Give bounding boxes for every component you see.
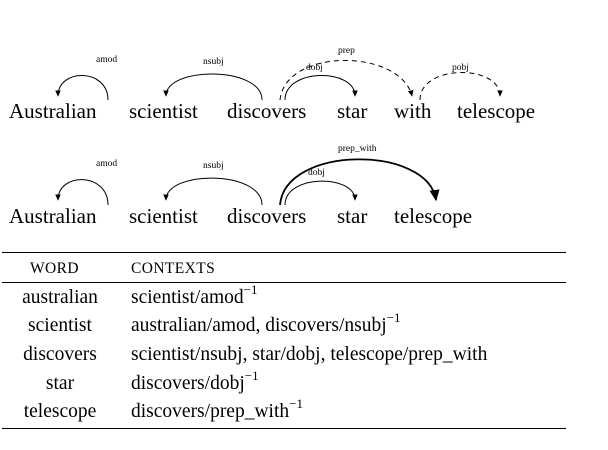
arc-label-pobj-1: pobj [452,63,469,73]
arc-label-dobj-2: dobj [308,168,325,178]
arc-dobj-1 [284,75,358,101]
diagram1-word-star: star [337,99,368,123]
table-cell-word: scientist [28,315,92,336]
contexts-text: scientist/nsubj, star/dobj, telescope/pr… [131,344,488,365]
table-top-rule [2,252,566,253]
arc-label-prep-1: prep [338,46,355,56]
diagram1-word-with: with [394,99,432,123]
contexts-text: scientist/amod [131,287,244,308]
table-cell-contexts: australian/amod, discovers/nsubj−1 [131,311,400,336]
arc-label-prep-with-2: prep_with [338,144,377,154]
diagram1-word-telescope: telescope [457,99,536,123]
diagram2-word-discovers: discovers [227,204,307,228]
table-cell-word: discovers [23,344,97,365]
arc-nsubj-2 [163,177,263,206]
contexts-text: discovers/prep_with [131,401,290,422]
table-cell-contexts: discovers/dobj−1 [131,369,259,394]
contexts-text: discovers/dobj [131,373,245,394]
diagram2-word-australian: Australian [9,204,97,228]
arc-amod-2 [55,179,109,206]
arc-amod-1 [55,75,109,101]
table-cell-contexts: scientist/nsubj, star/dobj, telescope/pr… [131,345,487,365]
arc-label-amod-1: amod [96,55,118,65]
diagram2-word-star: star [337,204,368,228]
arc-label-amod-2: amod [96,159,118,169]
table-cell-word: australian [22,287,98,308]
table-header-rule [2,282,566,283]
inverse-superscript: −1 [243,282,258,297]
contexts-text: australian/amod, discovers/nsubj [131,315,387,336]
arc-prep-with-2 [279,158,440,206]
table-bottom-rule [2,428,566,429]
arc-pobj-1 [419,72,503,101]
table-cell-word: telescope [23,401,97,422]
arc-label-dobj-1: dobj [306,63,323,73]
diagram2-word-telescope: telescope [394,204,473,228]
arc-dobj-2 [284,180,358,206]
diagram2-word-scientist: scientist [129,204,198,228]
diagram1-word-scientist: scientist [129,99,198,123]
table-cell-word: star [45,373,75,394]
table-header-word: WORD [30,260,79,277]
table-header-contexts: CONTEXTS [131,260,216,277]
diagram1-word-australian: Australian [9,99,97,123]
inverse-superscript: −1 [244,368,259,383]
arc-label-nsubj-1: nsubj [203,57,224,67]
table-cell-contexts: discovers/prep_with−1 [131,397,303,422]
arc-label-nsubj-2: nsubj [203,161,224,171]
table-cell-contexts: scientist/amod−1 [131,283,258,308]
arc-prep-1 [279,60,414,101]
diagram1-word-discovers: discovers [227,99,307,123]
inverse-superscript: −1 [386,310,401,325]
inverse-superscript: −1 [289,396,303,411]
arc-nsubj-1 [163,73,263,101]
